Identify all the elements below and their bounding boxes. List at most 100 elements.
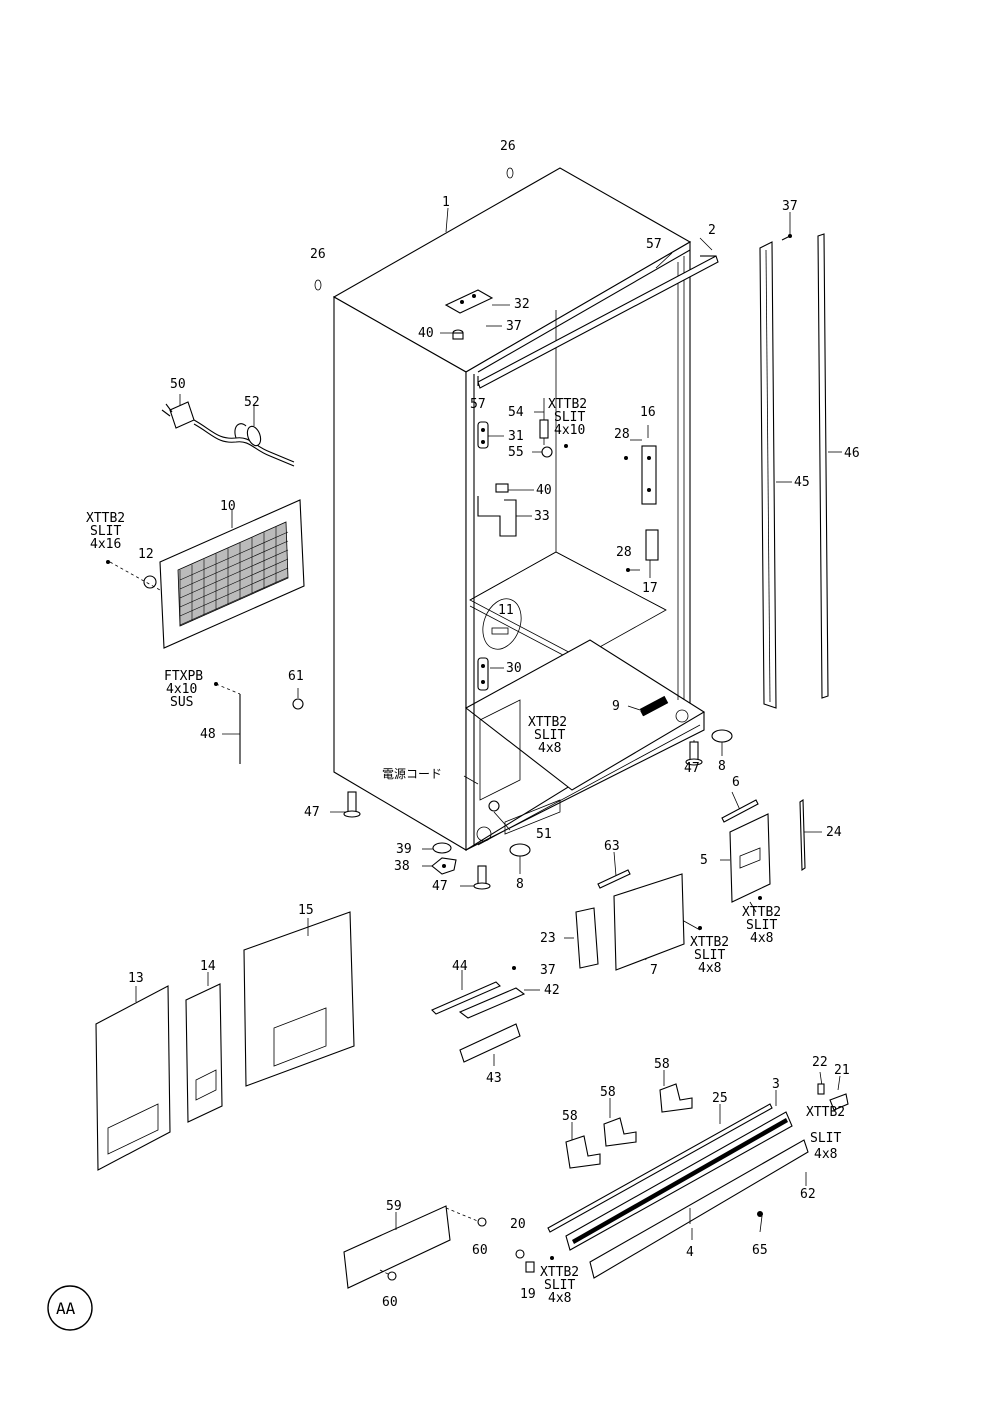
label-65: 65 [752,1243,768,1258]
spec-xttb2-4x8-rail-c: 4x8 [814,1147,837,1162]
label-7: 7 [650,963,658,978]
label-58-a: 58 [562,1109,578,1124]
side-strip-part-46 [817,233,829,699]
rod-part-48 [214,682,241,764]
label-55: 55 [508,445,524,460]
rail-part-25 [547,1103,773,1233]
label-58-c: 58 [654,1057,670,1072]
cap-part-40 [452,329,464,340]
spec-xttb2-4x8-rail-b: SLIT [810,1131,841,1146]
screw-part-19-20 [515,1249,554,1273]
spec-xttb2-4x8-p7-c: 4x8 [698,961,721,976]
label-28-bottom: 28 [616,545,632,560]
panel-part-5 [729,813,771,903]
label-33: 33 [534,509,550,524]
spec-xttb2-4x8-p19-b: SLIT [544,1278,575,1293]
bracket-part-43 [459,1023,521,1066]
screw-part-22 [817,1083,825,1095]
label-50: 50 [170,377,186,392]
power-cord-label: 電源コード [382,767,442,781]
label-2: 2 [708,223,716,238]
label-26-left: 26 [310,247,326,262]
foot-part-47-left [343,791,361,818]
spec-xttb2-4x8-cab-b: SLIT [534,728,565,743]
spec-ftxpb-c: SUS [170,695,193,710]
label-23: 23 [540,931,556,946]
bracket-part-44 [431,970,501,1015]
spec-xttb2-4x8-rail-a: XTTB2 [806,1105,845,1120]
label-17: 17 [642,581,658,596]
power-cord-part-50 [161,401,295,467]
label-25: 25 [712,1091,728,1106]
label-31: 31 [508,429,524,444]
bracket-part-58-a [565,1135,601,1169]
pad-part-8 [509,729,733,874]
screw-part-12 [106,560,161,591]
leader-lines-rails [571,1070,841,1240]
spec-xttb2-4x8-p5-b: SLIT [746,918,777,933]
label-47-left: 47 [304,805,320,820]
label-60-right: 60 [472,1243,488,1258]
label-40-mid: 40 [536,483,552,498]
spec-xttb2-4x16-b: SLIT [90,524,121,539]
spec-xttb2-4x8-p7-b: SLIT [694,948,725,963]
cover-part-13 [95,985,171,1171]
leader-lines [330,207,713,887]
label-47-mid: 47 [432,879,448,894]
clip-part-26 [314,167,514,291]
bushing-part-52 [246,425,262,447]
label-16: 16 [640,405,656,420]
cabinet-body [332,167,706,851]
section-badge-text: AA [56,1299,76,1318]
spec-xttb2-4x8-p19-a: XTTB2 [540,1265,579,1280]
spec-xttb2-4x16-a: XTTB2 [86,511,125,526]
label-63: 63 [604,839,620,854]
spec-ftxpb-b: 4x10 [166,682,197,697]
callout-labels: 26 1 2 37 57 26 32 40 37 50 52 57 54 31 … [128,139,860,1310]
top-rail-part-2 [477,255,719,389]
screw-part-65 [757,1211,763,1217]
label-1: 1 [442,195,450,210]
section-badge-aa [47,1285,93,1331]
label-39: 39 [396,842,412,857]
label-57-bottom: 57 [470,397,486,412]
label-5: 5 [700,853,708,868]
label-13: 13 [128,971,144,986]
label-54: 54 [508,405,524,420]
screw-spec-blocks: XTTB2 SLIT 4x10 XTTB2 SLIT 4x16 FTXPB 4x… [86,397,845,1306]
label-19: 19 [520,1287,536,1302]
spec-xttb2-4x10-b: SLIT [554,410,585,425]
strip-part-63 [597,869,631,889]
inner-brackets [477,376,668,812]
label-14: 14 [200,959,216,974]
label-11: 11 [498,603,514,618]
label-8-right: 8 [718,759,726,774]
bracket-part-58-b [603,1117,637,1147]
label-37-low: 37 [540,963,556,978]
label-28-top: 28 [614,427,630,442]
label-51: 51 [536,827,552,842]
label-48: 48 [200,727,216,742]
label-30: 30 [506,661,522,676]
label-47-right: 47 [684,761,700,776]
grille-part-10 [159,499,305,649]
screw-part-37-top [781,234,792,241]
strip-part-24 [799,798,806,872]
bracket-part-42 [458,966,540,1019]
label-61: 61 [288,669,304,684]
label-42: 42 [544,983,560,998]
label-4: 4 [686,1245,694,1260]
rail-part-3 [565,1111,793,1251]
spec-xttb2-4x8-p5-a: XTTB2 [742,905,781,920]
label-10: 10 [220,499,236,514]
label-58-b: 58 [600,1085,616,1100]
label-38: 38 [394,859,410,874]
panel-part-7 [613,873,702,971]
spec-xttb2-4x10-c: 4x10 [554,423,585,438]
spec-xttb2-4x10-a: XTTB2 [548,397,587,412]
cover-part-59 [343,1205,487,1289]
spec-ftxpb-a: FTXPB [164,669,203,684]
spec-xttb2-4x16-c: 4x16 [90,537,121,552]
strip-part-6 [721,799,759,823]
